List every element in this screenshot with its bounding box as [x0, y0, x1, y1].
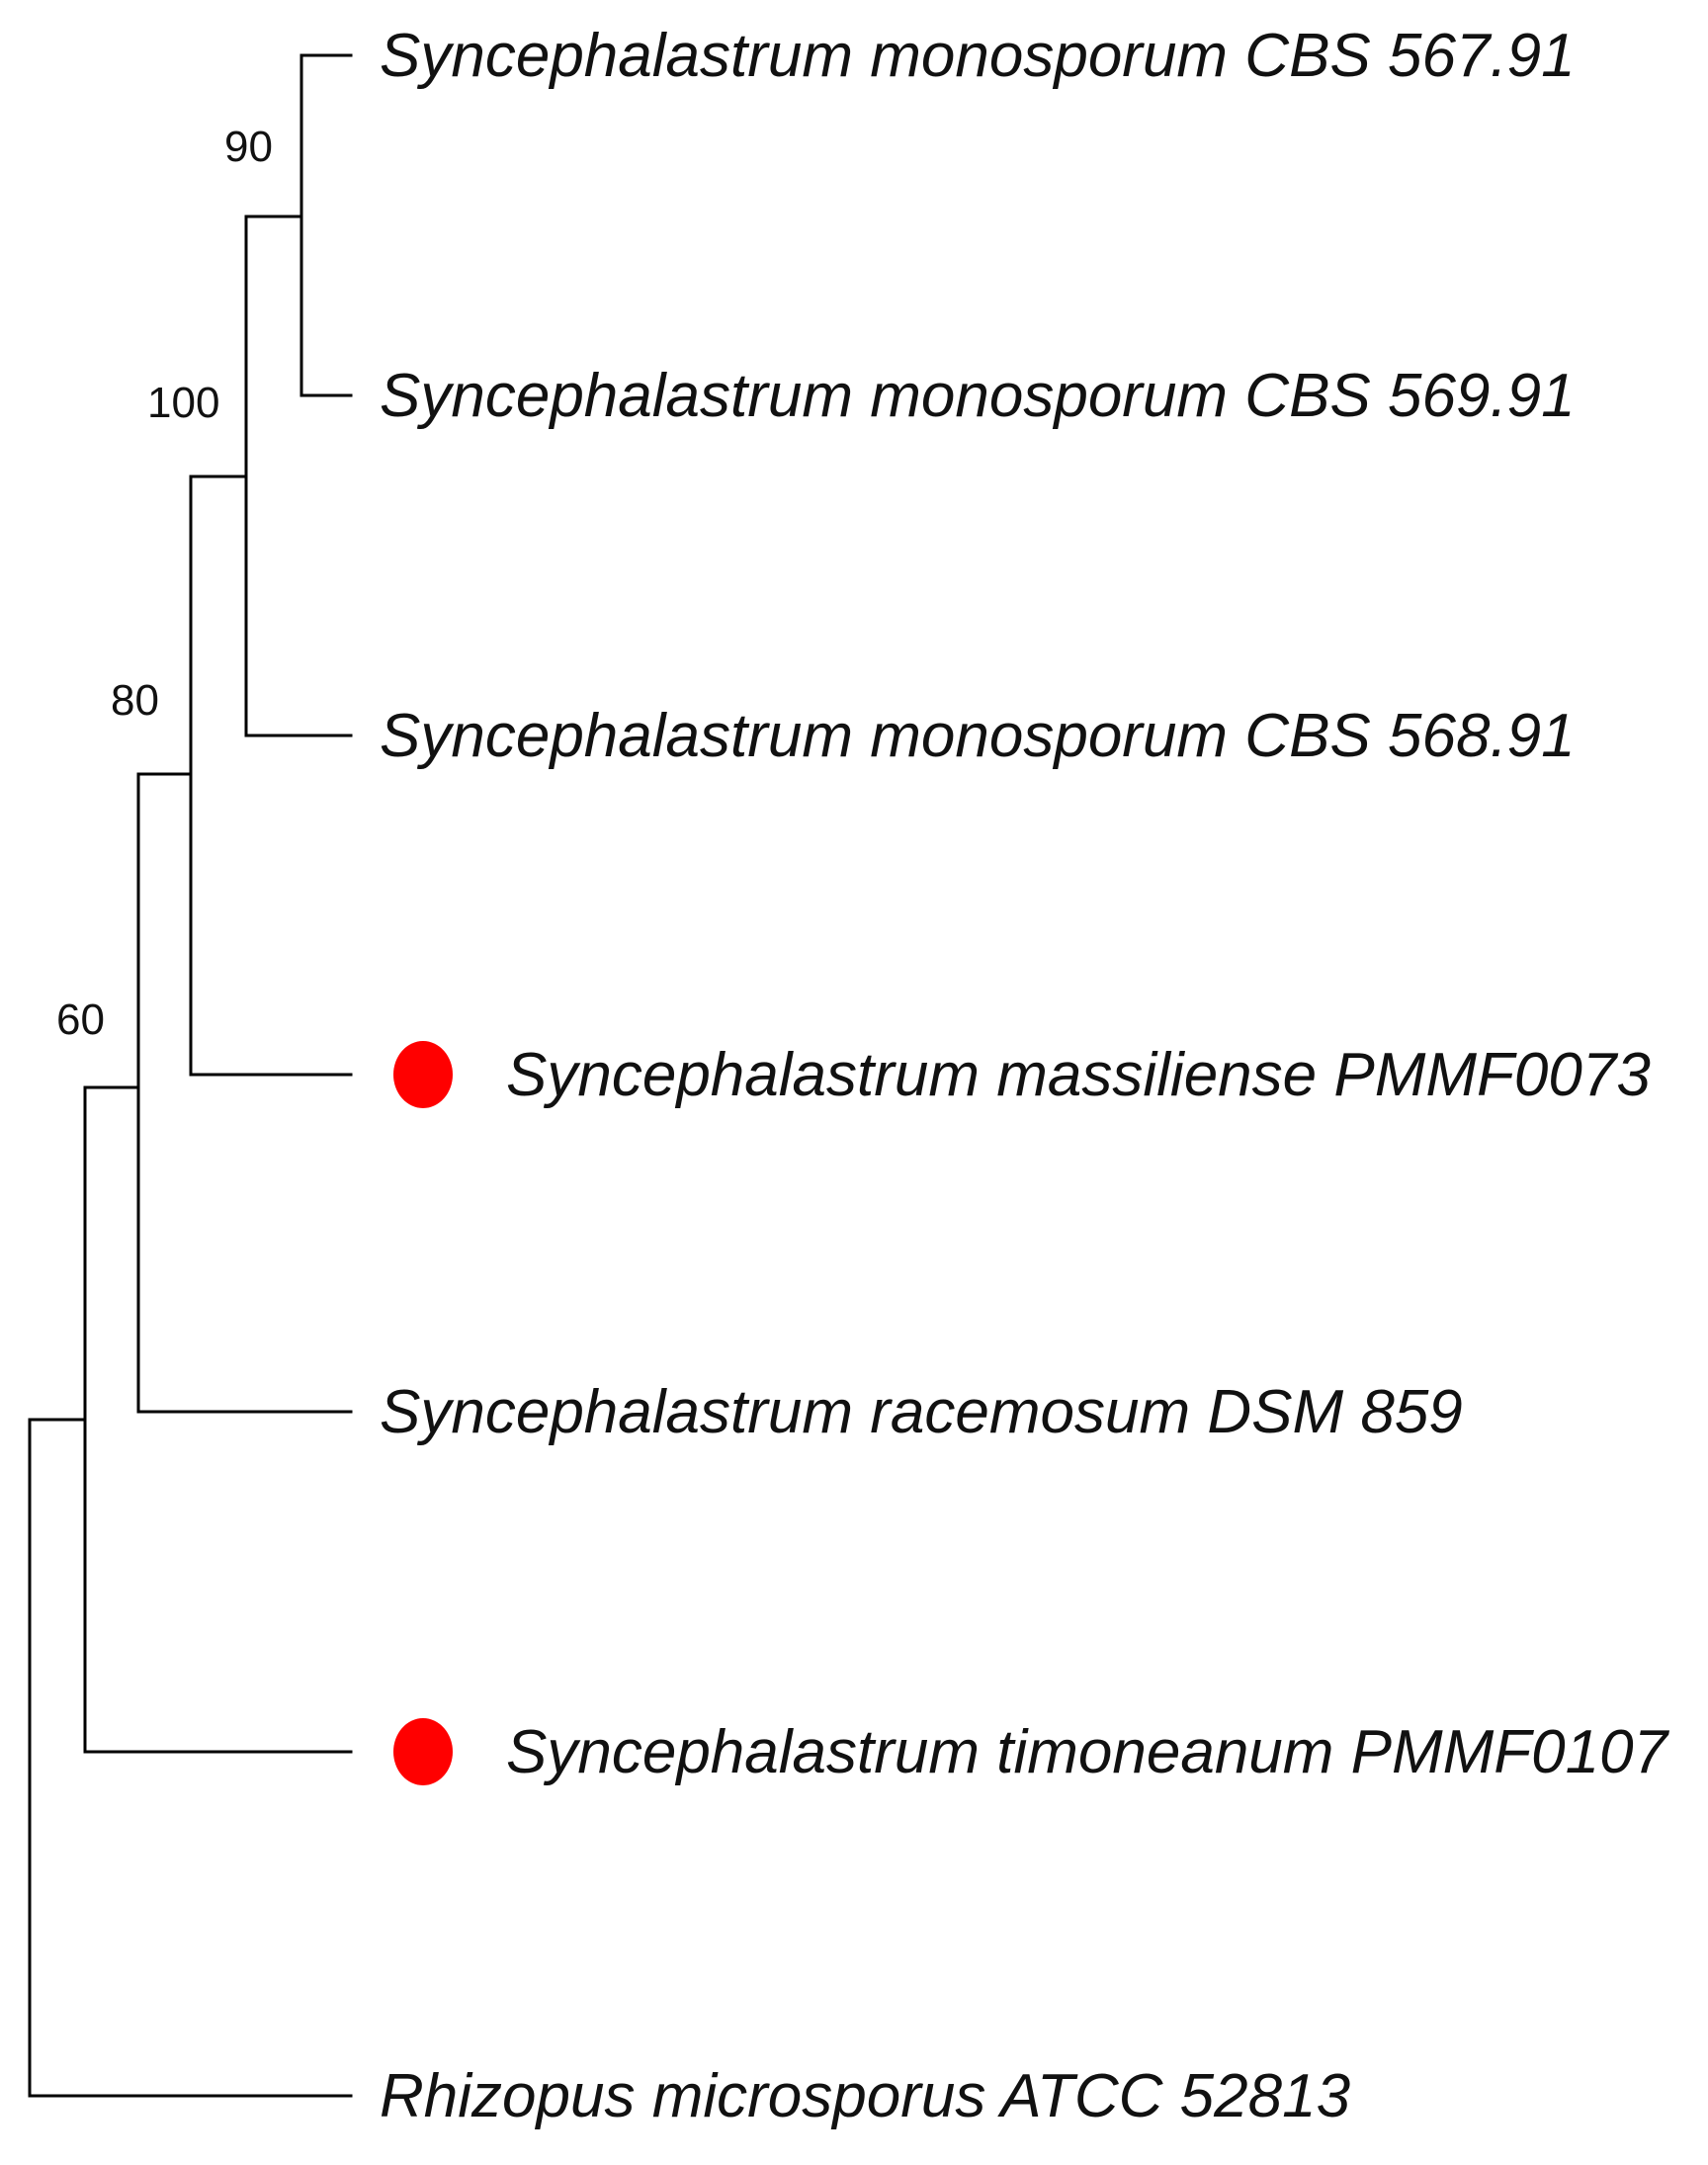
bootstrap-label-80: 80 — [111, 676, 159, 725]
taxon-label-massiliense: Syncephalastrum massiliense PMMF0073 — [506, 1041, 1651, 1109]
bootstrap-label-100: 100 — [147, 379, 219, 427]
bootstrap-label-90: 90 — [224, 123, 273, 171]
taxon-label-cbs-569-91: Syncephalastrum monosporum CBS 569.91 — [380, 362, 1576, 430]
marker-dot-timoneanum — [393, 1718, 453, 1785]
marker-dot-massiliense — [393, 1041, 453, 1108]
taxon-label-timoneanum: Syncephalastrum timoneanum PMMF0107 — [506, 1718, 1670, 1786]
taxon-label-cbs-567-91: Syncephalastrum monosporum CBS 567.91 — [380, 22, 1576, 90]
bootstrap-label-60: 60 — [56, 996, 105, 1044]
taxon-label-racemosum: Syncephalastrum racemosum DSM 859 — [380, 1378, 1463, 1446]
taxon-label-rhizopus: Rhizopus microsporus ATCC 52813 — [380, 2062, 1350, 2130]
taxon-label-cbs-568-91: Syncephalastrum monosporum CBS 568.91 — [380, 702, 1576, 770]
